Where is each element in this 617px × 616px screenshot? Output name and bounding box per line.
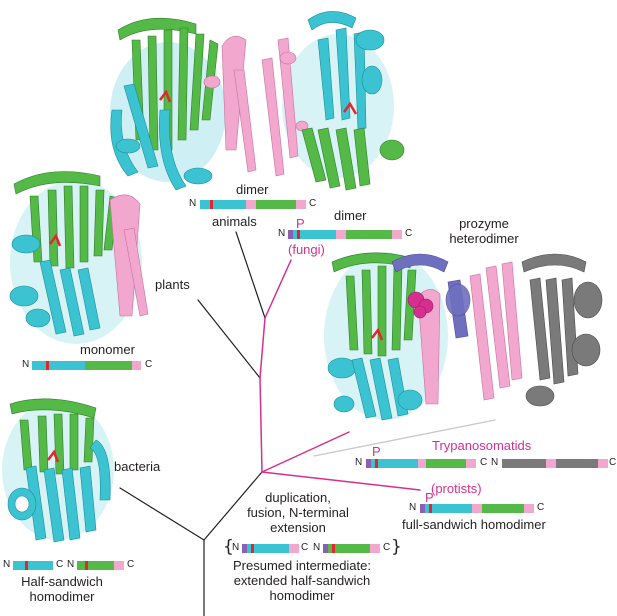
bar-int2-n-label: N: [313, 542, 321, 553]
domain-bar-intermediate-2: [323, 544, 380, 553]
bar-protists-c-label: C: [537, 502, 545, 513]
tree-branch-animals: [235, 231, 266, 319]
domain-bar-intermediate-1: [242, 544, 299, 553]
label-monomer: monomer: [80, 342, 135, 357]
label-protists: (protists): [431, 481, 482, 496]
label-bacteria: bacteria: [114, 459, 161, 474]
tree-branch-protists: [261, 471, 421, 491]
bar-tryp-c-label: C: [480, 457, 488, 468]
phylogenetic-tree: [119, 231, 496, 616]
bar-monomer-n-label: N: [22, 359, 30, 370]
bar-dimer-n-label: N: [189, 198, 197, 209]
label-dimer-fungi: dimer: [334, 208, 367, 223]
label-trypanosomatids: Trypanosomatids: [432, 438, 532, 453]
label-duplication: duplication, fusion, N-terminal extensio…: [247, 490, 349, 535]
domain-bar-protists: [420, 504, 534, 513]
label-prozyme-heterodimer: prozyme heterodimer: [449, 216, 519, 246]
domain-bar-half-sandwich-2: [77, 561, 124, 570]
label-half-sandwich: Half-sandwich homodimer: [21, 574, 103, 604]
tree-magenta-stem: [259, 377, 263, 473]
tree-magenta-stem-upper: [259, 317, 266, 379]
domain-bar-trypanosomatid: [366, 459, 476, 468]
bar-monomer-c-label: C: [145, 359, 153, 370]
domain-bar-fungi: [288, 230, 402, 239]
label-full-sandwich: full-sandwich homodimer: [402, 517, 546, 532]
domain-bar-prozyme: [502, 459, 608, 468]
label-presumed-intermediate: Presumed intermediate: extended half-san…: [232, 558, 371, 603]
tree-branch-trypanosomatids: [261, 431, 350, 473]
protein-ribbon-prozyme-heterodimer-icon: [324, 252, 603, 421]
bar-half2-n-label: N: [67, 559, 75, 570]
label-tryp-p: P: [372, 444, 381, 459]
label-fungi: (fungi): [288, 242, 325, 257]
protein-ribbon-monomer-icon: [9, 171, 149, 344]
bar-half1-c-label: C: [56, 559, 64, 570]
label-dimer-animals: dimer: [236, 182, 269, 197]
tree-branch-bacteria: [119, 487, 205, 541]
label-plants: plants: [155, 277, 190, 292]
domain-bar-half-sandwich-1: [13, 561, 53, 570]
domain-bar-dimer: [200, 200, 306, 209]
bar-half2-c-label: C: [127, 559, 135, 570]
protein-ribbon-dimer-icon: [110, 11, 405, 191]
tree-branch-fungi: [264, 259, 292, 319]
bar-prozyme-n-label: N: [491, 457, 499, 468]
label-protists-p: P: [425, 490, 434, 505]
bar-int1-n-label: N: [232, 542, 240, 553]
bar-tryp-n-label: N: [355, 457, 363, 468]
bar-prozyme-c-label: C: [609, 457, 617, 468]
tree-branch-prozyme-link: [313, 419, 496, 457]
protein-ribbon-half-sandwich-icon: [2, 398, 114, 543]
domain-bar-monomer: [32, 361, 141, 370]
label-fungi-p: P: [296, 216, 305, 231]
bar-fungi-n-label: N: [278, 228, 286, 239]
brace-right: }: [391, 537, 402, 557]
bar-dimer-c-label: C: [309, 198, 317, 209]
label-animals: animals: [212, 214, 257, 229]
brace-left: {: [223, 537, 234, 557]
tree-branch-to-trunk-split: [203, 471, 263, 541]
bar-protists-n-label: N: [409, 502, 417, 513]
bar-half1-n-label: N: [3, 559, 11, 570]
bar-int1-c-label: C: [301, 542, 309, 553]
bar-fungi-c-label: C: [405, 228, 413, 239]
tree-branch-plants: [197, 299, 261, 379]
bar-int2-c-label: C: [383, 542, 391, 553]
